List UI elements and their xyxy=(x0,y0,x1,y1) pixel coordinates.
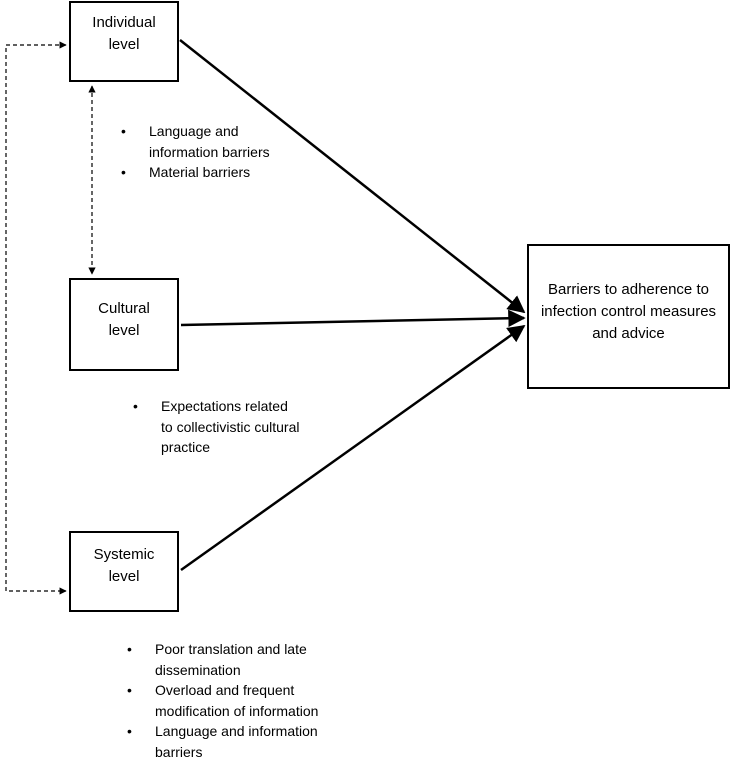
systemic-level-line1: Systemic xyxy=(93,546,155,563)
list-item: Language and information barriers xyxy=(127,721,342,762)
list-item: Material barriers xyxy=(121,162,271,183)
systemic-barriers-list: Poor translation and late dissemination … xyxy=(127,639,342,762)
outcome-box: Barriers to adherence to infection contr… xyxy=(527,244,730,389)
cultural-level-line2: level xyxy=(108,322,140,339)
cultural-barriers-list: Expectations related to collectivistic c… xyxy=(133,396,303,458)
systemic-level-box: Systemic level xyxy=(69,531,179,612)
cultural-level-line1: Cultural xyxy=(98,300,150,317)
individual-level-line2: level xyxy=(108,36,140,53)
outcome-text: Barriers to adherence to infection contr… xyxy=(540,281,717,342)
list-item: Overload and frequent modification of in… xyxy=(127,680,342,721)
individual-barriers-list: Language and information barriers Materi… xyxy=(121,121,271,183)
arrow-individual-to-outcome xyxy=(179,39,526,314)
arrow-systemic-to-outcome xyxy=(180,324,526,572)
cultural-level-box: Cultural level xyxy=(69,278,179,371)
systemic-level-line2: level xyxy=(108,568,140,585)
individual-level-line1: Individual xyxy=(92,14,156,31)
arrow-cultural-to-outcome xyxy=(180,309,526,328)
list-item: Expectations related to collectivistic c… xyxy=(133,396,303,458)
list-item: Language and information barriers xyxy=(121,121,271,162)
list-item: Poor translation and late dissemination xyxy=(127,639,342,680)
individual-level-box: Individual level xyxy=(69,1,179,82)
dashed-bracket-individual-systemic xyxy=(5,41,67,595)
